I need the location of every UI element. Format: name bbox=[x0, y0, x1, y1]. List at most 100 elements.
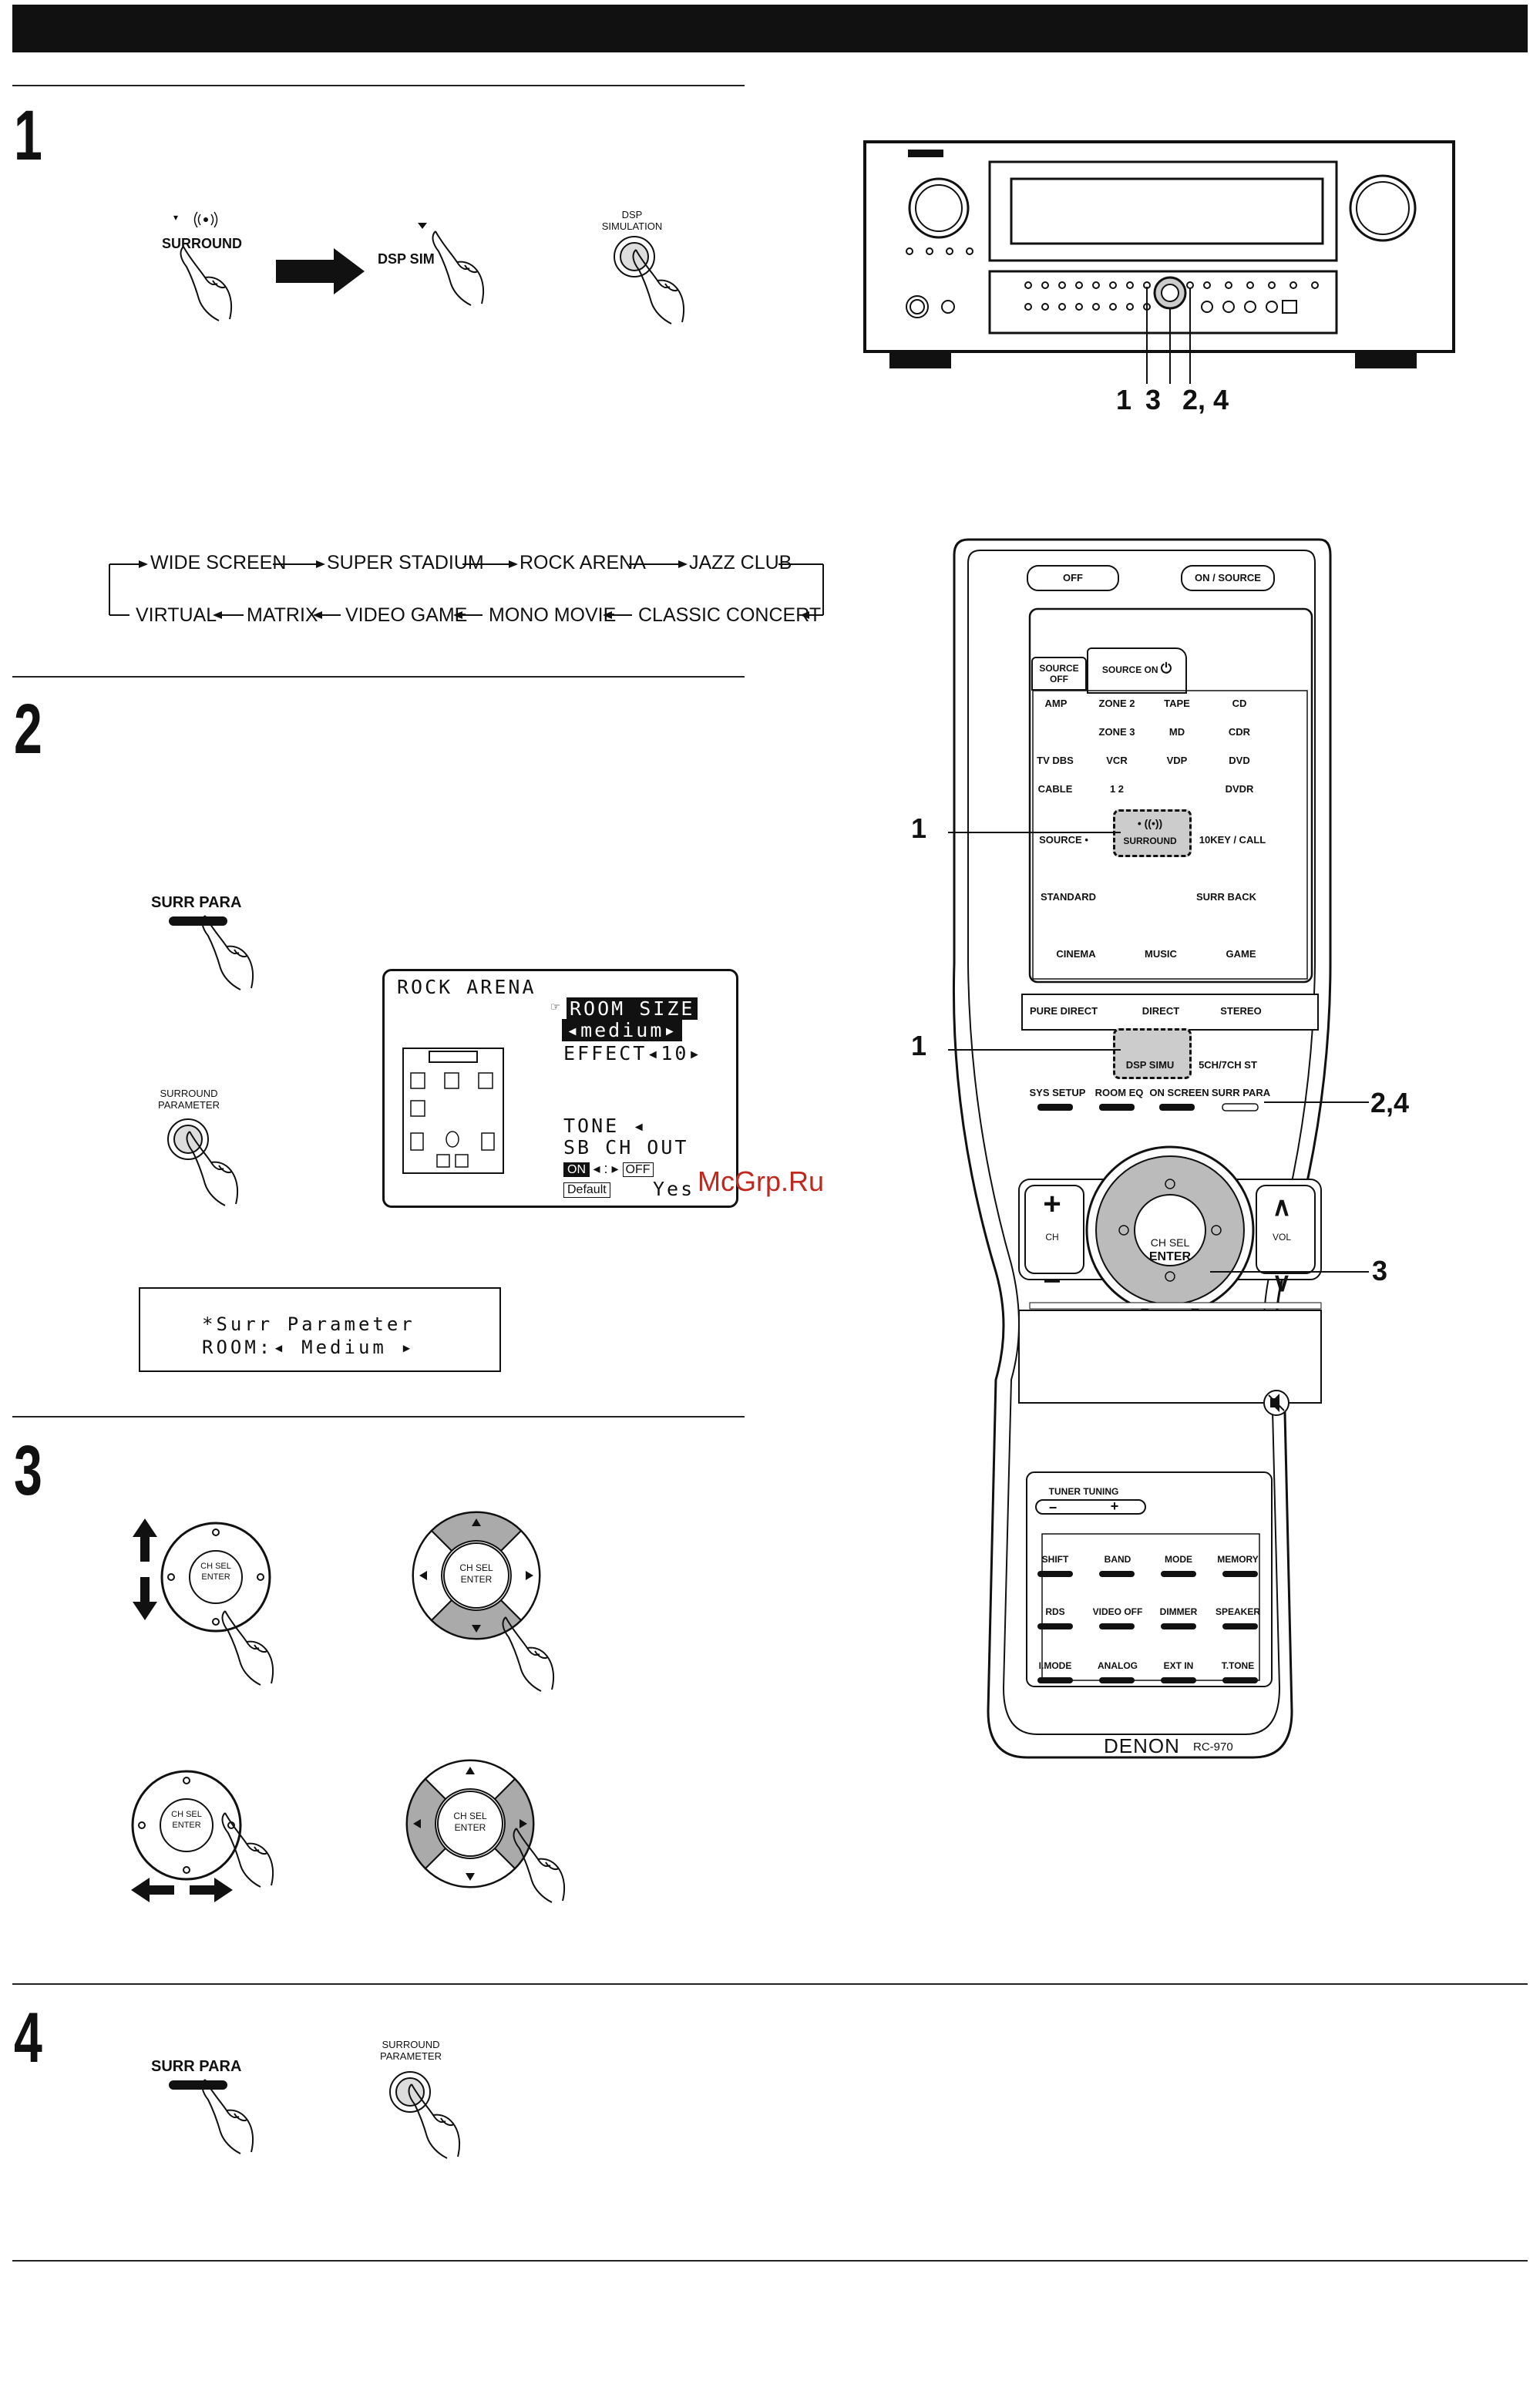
remote-btn-dsp-simu[interactable]: DSP SIMU bbox=[1125, 1059, 1175, 1071]
remote-source-off-tab[interactable]: SOURCE OFF bbox=[1031, 657, 1087, 691]
remote-btn-speaker[interactable]: SPEAKER bbox=[1215, 1606, 1260, 1617]
osd-off: OFF bbox=[622, 1162, 654, 1177]
osd-room-size: ROOM SIZE bbox=[567, 997, 698, 1020]
remote-btn-standard[interactable]: STANDARD bbox=[1041, 891, 1096, 903]
osd-yes: Yes bbox=[653, 1178, 695, 1200]
remote-btn-cd[interactable]: CD bbox=[1232, 698, 1247, 709]
step-number-2: 2 bbox=[14, 690, 42, 768]
remote-btn-source[interactable]: SOURCE • bbox=[1039, 834, 1088, 846]
dsp-simulation-label: DSP SIMULATION bbox=[601, 209, 663, 232]
remote-btn-cinema[interactable]: CINEMA bbox=[1056, 948, 1096, 960]
dsp-sim-label: DSP SIM bbox=[378, 251, 435, 267]
mode-mono-movie: MONO MOVIE bbox=[489, 604, 617, 626]
mode-virtual: VIRTUAL bbox=[136, 604, 217, 626]
remote-btn-pure-direct[interactable]: PURE DIRECT bbox=[1029, 1005, 1098, 1017]
remote-source-on-tab[interactable]: SOURCE ON ⏻ bbox=[1087, 647, 1187, 694]
fl-display-room: ROOM: bbox=[202, 1337, 274, 1358]
hand-icon bbox=[221, 1610, 274, 1686]
remote-tuner-tuning-label: TUNER TUNING bbox=[1048, 1486, 1119, 1497]
remote-btn-surr-para[interactable]: SURR PARA bbox=[1211, 1087, 1271, 1098]
remote-enter[interactable]: ENTER bbox=[1148, 1250, 1192, 1263]
osd-tone: TONE ◂ bbox=[563, 1115, 647, 1137]
remote-btn-stereo[interactable]: STEREO bbox=[1220, 1005, 1262, 1017]
step4-surr-para-label: SURR PARA bbox=[151, 2058, 242, 2075]
remote-on-source-button[interactable]: ON / SOURCE bbox=[1181, 565, 1275, 591]
remote-btn-vdp[interactable]: VDP bbox=[1166, 755, 1188, 766]
receiver-callout-3: 3 bbox=[1145, 384, 1162, 415]
dpad-lr-enter: ENTER bbox=[454, 1822, 486, 1833]
dpad-icon bbox=[405, 1759, 535, 1888]
fl-display-line2: ROOM:◂ Medium ▸ bbox=[202, 1337, 415, 1358]
dial-icon bbox=[131, 1770, 242, 1881]
hand-icon bbox=[201, 915, 254, 990]
rule-step2 bbox=[12, 676, 745, 678]
remote-vol-up[interactable]: ∧ bbox=[1272, 1192, 1292, 1222]
remote-btn-on-screen[interactable]: ON SCREEN bbox=[1149, 1087, 1209, 1098]
remote-btn-memory[interactable]: MEMORY bbox=[1217, 1554, 1259, 1565]
remote-btn-band[interactable]: BAND bbox=[1104, 1554, 1131, 1565]
remote-btn-surr-back[interactable]: SURR BACK bbox=[1196, 891, 1256, 903]
remote-vol-down[interactable]: ∨ bbox=[1272, 1268, 1292, 1297]
round-button-icon bbox=[389, 2071, 431, 2113]
mode-jazz-club: JAZZ CLUB bbox=[689, 552, 792, 573]
remote-dsp-simu-highlight bbox=[1113, 1028, 1192, 1079]
dial-lr-ch-sel: CH SEL bbox=[171, 1810, 202, 1819]
surr-para-label: SURR PARA bbox=[151, 894, 242, 911]
remote-setup-buttons bbox=[1037, 1103, 1259, 1111]
remote-btn-dvd[interactable]: DVD bbox=[1229, 755, 1250, 766]
remote-btn-zone3[interactable]: ZONE 3 bbox=[1098, 726, 1135, 738]
remote-btn-cdr[interactable]: CDR bbox=[1228, 726, 1251, 738]
osd-on-off-row: ON ◂ : ▸ OFF bbox=[563, 1161, 654, 1177]
remote-btn-rds[interactable]: RDS bbox=[1045, 1606, 1065, 1617]
rule-step1 bbox=[12, 85, 745, 86]
remote-btn-video-off[interactable]: VIDEO OFF bbox=[1092, 1606, 1143, 1617]
remote-tuner-minus[interactable]: − bbox=[1048, 1500, 1057, 1515]
remote-btn-analog[interactable]: ANALOG bbox=[1098, 1660, 1138, 1671]
remote-btn-dimmer[interactable]: DIMMER bbox=[1159, 1606, 1198, 1617]
remote-btn-cable[interactable]: CABLE bbox=[1037, 783, 1073, 795]
remote-callout-2-4: 2,4 bbox=[1370, 1087, 1410, 1118]
remote-btn-dvdr[interactable]: DVDR bbox=[1225, 783, 1254, 795]
remote-btn-vcr[interactable]: VCR bbox=[1106, 755, 1128, 766]
remote-btn-10key[interactable]: 10KEY / CALL bbox=[1199, 834, 1266, 846]
remote-btn-music[interactable]: MUSIC bbox=[1145, 948, 1177, 960]
remote-btn-room-eq[interactable]: ROOM EQ bbox=[1094, 1087, 1144, 1098]
remote-callout-1-dsp: 1 bbox=[911, 1030, 927, 1061]
step-number-3: 3 bbox=[14, 1431, 42, 1510]
hand-icon bbox=[632, 249, 685, 325]
remote-tuner-plus[interactable]: + bbox=[1110, 1498, 1119, 1514]
hand-icon bbox=[432, 230, 485, 306]
surround-parameter-label: SURROUND PARAMETER bbox=[158, 1088, 220, 1111]
arrow-right-icon bbox=[276, 248, 365, 294]
remote-ch-plus[interactable]: + bbox=[1043, 1187, 1061, 1221]
osd-effect: EFFECT◂10▸ bbox=[563, 1042, 703, 1064]
remote-btn-t-tone[interactable]: T.TONE bbox=[1221, 1660, 1255, 1671]
hand-icon bbox=[408, 2083, 461, 2159]
mode-super-stadium: SUPER STADIUM bbox=[327, 552, 484, 573]
remote-btn-tv-dbs[interactable]: TV DBS bbox=[1037, 755, 1074, 766]
remote-source-on-label: SOURCE ON bbox=[1101, 664, 1158, 675]
mode-video-game: VIDEO GAME bbox=[345, 604, 468, 626]
remote-btn-game[interactable]: GAME bbox=[1226, 948, 1256, 960]
remote-btn-amp[interactable]: AMP bbox=[1044, 698, 1068, 709]
hand-icon bbox=[186, 1131, 239, 1206]
remote-btn-surround[interactable]: SURROUND bbox=[1123, 836, 1177, 846]
remote-surround-icon: • ((•)) bbox=[1137, 817, 1163, 829]
header-bar bbox=[12, 5, 1528, 52]
remote-btn-shift[interactable]: SHIFT bbox=[1041, 1554, 1069, 1565]
remote-btn-ext-in[interactable]: EXT IN bbox=[1163, 1660, 1194, 1671]
remote-btn-sys-setup[interactable]: SYS SETUP bbox=[1029, 1087, 1086, 1098]
remote-btn-tape[interactable]: TAPE bbox=[1164, 698, 1190, 709]
osd-tone-label: TONE bbox=[563, 1115, 620, 1137]
remote-btn-i-mode[interactable]: I.MODE bbox=[1038, 1660, 1072, 1671]
remote-btn-zone2[interactable]: ZONE 2 bbox=[1098, 698, 1135, 709]
remote-ch-sel[interactable]: CH SEL bbox=[1150, 1236, 1190, 1249]
remote-btn-mode[interactable]: MODE bbox=[1165, 1554, 1192, 1565]
remote-ch-minus[interactable]: − bbox=[1043, 1264, 1061, 1298]
remote-btn-md[interactable]: MD bbox=[1168, 726, 1185, 738]
remote-btn-direct[interactable]: DIRECT bbox=[1142, 1005, 1180, 1017]
remote-btn-12[interactable]: 1 2 bbox=[1109, 783, 1125, 795]
remote-off-button[interactable]: OFF bbox=[1027, 565, 1119, 591]
remote-btn-source-label: SOURCE bbox=[1039, 834, 1082, 846]
remote-btn-5ch-7ch-st[interactable]: 5CH/7CH ST bbox=[1199, 1059, 1257, 1071]
